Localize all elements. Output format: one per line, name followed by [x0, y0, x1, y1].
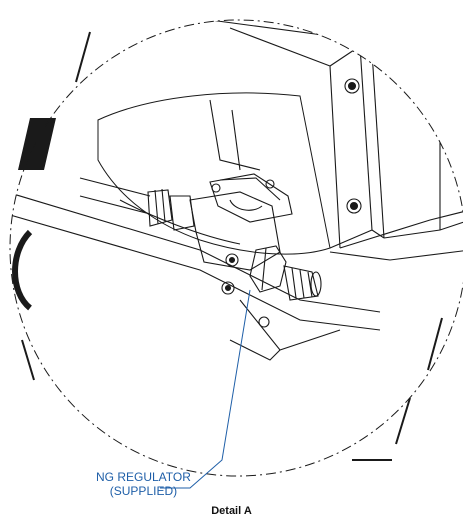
- detail-circle: [9, 19, 463, 477]
- bolt-upper: [344, 78, 360, 94]
- regulator-body: [189, 173, 293, 295]
- left-fitting: [147, 188, 195, 231]
- callout-line-1: NG REGULATOR: [96, 470, 191, 484]
- outlet-fitting: [249, 245, 322, 301]
- figure-caption: Detail A: [211, 505, 252, 517]
- callout-label: NG REGULATOR (SUPPLIED): [96, 470, 191, 498]
- detail-view: [10, 20, 463, 361]
- bolt-lower: [346, 198, 362, 214]
- outer-fragments: [12, 31, 443, 461]
- callout-line-2: (SUPPLIED): [109, 484, 178, 498]
- callout-leader-line: [160, 289, 251, 489]
